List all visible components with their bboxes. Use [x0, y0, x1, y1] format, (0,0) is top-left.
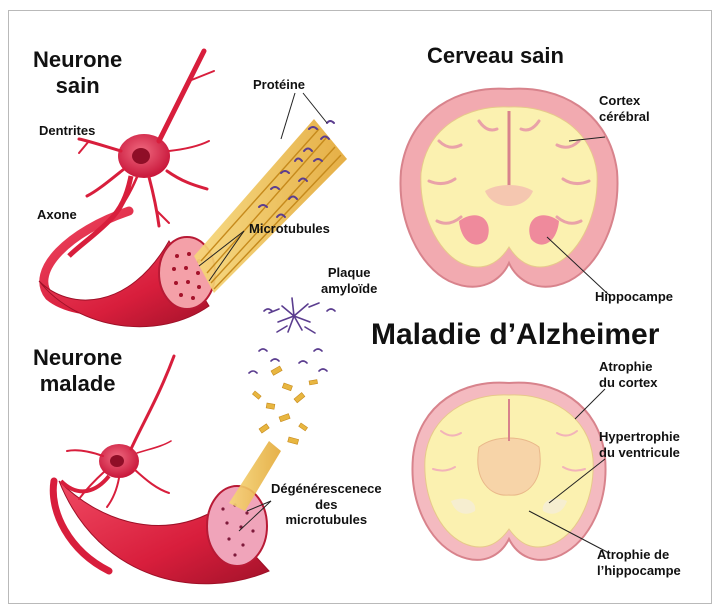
microtubule-degeneration-label: Dégénérescenece des microtubules	[271, 481, 382, 528]
healthy-brain	[401, 89, 618, 287]
degeneration-line2: des	[271, 497, 382, 513]
microtubules-label: Microtubules	[249, 221, 330, 237]
alzheimer-title: Maladie d’Alzheimer	[371, 317, 659, 353]
amyloid-plaque	[249, 298, 335, 373]
ventricle-line1: Hypertrophie	[599, 429, 680, 445]
amyloid-plaque-label: Plaque amyloïde	[321, 265, 377, 296]
cortex-label: Cortex cérébral	[599, 93, 650, 124]
ventricle-hypertrophy-label: Hypertrophie du ventricule	[599, 429, 680, 460]
cortex-atrophy-line2: du cortex	[599, 375, 658, 391]
diseased-neuron-title: Neurone malade	[33, 345, 122, 398]
dendrites-label: Dentrites	[39, 123, 95, 139]
ventricle-line2: du ventricule	[599, 445, 680, 461]
alzheimer-brain	[412, 383, 605, 560]
cortex-label-line1: Cortex	[599, 93, 650, 109]
healthy-neuron-title-line1: Neurone	[33, 47, 122, 73]
hippo-atrophy-line1: Atrophie de	[597, 547, 681, 563]
illustration-frame: Neurone sain Dentrites Axone Protéine Mi…	[8, 10, 712, 604]
axon-label: Axone	[37, 207, 77, 223]
hippocampus-atrophy-label: Atrophie de l’hippocampe	[597, 547, 681, 578]
protein-label: Protéine	[253, 77, 305, 93]
amyloid-plaque-label-line2: amyloïde	[321, 281, 377, 297]
degeneration-line3: microtubules	[271, 512, 382, 528]
cortex-label-line2: cérébral	[599, 109, 650, 125]
fragmented-microtubules	[229, 298, 335, 511]
degeneration-line1: Dégénérescenece	[271, 481, 382, 497]
cortex-atrophy-label: Atrophie du cortex	[599, 359, 658, 390]
cortex-atrophy-line1: Atrophie	[599, 359, 658, 375]
hippocampus-label: Hippocampe	[595, 289, 673, 305]
healthy-brain-title: Cerveau sain	[427, 43, 564, 69]
diseased-neuron-title-line2: malade	[33, 371, 122, 397]
healthy-neuron-title: Neurone sain	[33, 47, 122, 100]
hippo-atrophy-line2: l’hippocampe	[597, 563, 681, 579]
amyloid-plaque-label-line1: Plaque	[321, 265, 377, 281]
diseased-nucleus	[110, 455, 124, 467]
enlarged-ventricle	[478, 438, 540, 495]
healthy-nucleus	[132, 148, 150, 164]
healthy-neuron-title-line2: sain	[33, 73, 122, 99]
diseased-neuron-title-line1: Neurone	[33, 345, 122, 371]
